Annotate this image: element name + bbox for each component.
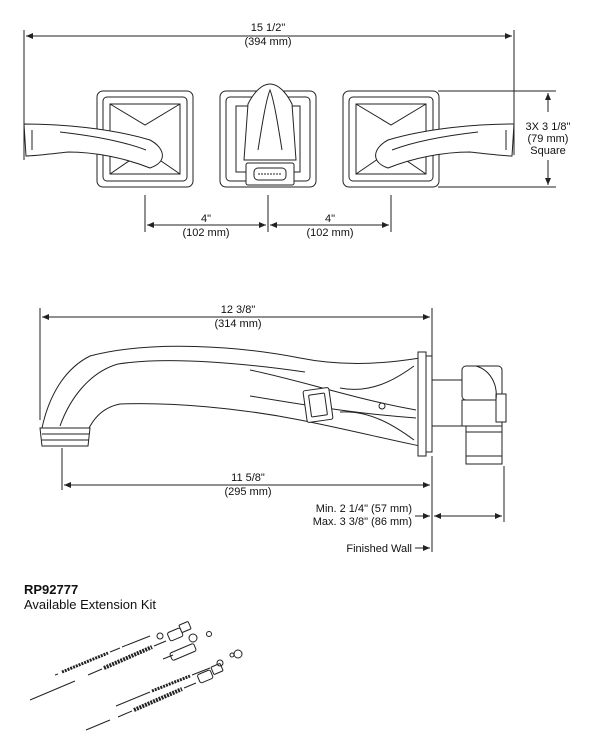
left-spacing-imperial: 4" bbox=[201, 213, 211, 225]
reach-imperial: 11 5/8" bbox=[231, 472, 265, 484]
reach-metric: (295 mm) bbox=[224, 486, 271, 498]
spout-length-dimension bbox=[39, 308, 433, 420]
right-spacing-dimension bbox=[270, 195, 392, 232]
overall-width-metric: (394 mm) bbox=[244, 36, 291, 48]
left-spacing-dimension bbox=[144, 195, 269, 232]
right-spacing-metric: (102 mm) bbox=[306, 227, 353, 239]
escutcheon-size-line1: 3X 3 1/8" bbox=[526, 121, 571, 133]
rough-in-valve-body bbox=[431, 365, 507, 465]
escutcheon-size-line3: Square bbox=[530, 145, 565, 157]
kit-description: Available Extension Kit bbox=[24, 597, 157, 612]
finished-wall-label: Finished Wall bbox=[346, 543, 412, 555]
right-spacing-imperial: 4" bbox=[325, 213, 335, 225]
right-handle-lever bbox=[375, 123, 515, 169]
spout-length-metric: (314 mm) bbox=[214, 318, 261, 330]
wall-max-label: Max. 3 3/8" (86 mm) bbox=[313, 516, 412, 528]
wall-escutcheon-flange bbox=[417, 351, 433, 457]
wall-thickness-dimension bbox=[415, 456, 505, 552]
escutcheon-size-line2: (79 mm) bbox=[528, 133, 569, 145]
reach-dimension bbox=[61, 448, 430, 490]
spout-length-imperial: 12 3/8" bbox=[221, 304, 256, 316]
overall-width-imperial: 15 1/2" bbox=[251, 22, 286, 34]
spout-side-profile bbox=[39, 345, 421, 447]
left-handle-lever bbox=[23, 123, 163, 169]
wall-min-label: Min. 2 1/4" (57 mm) bbox=[316, 503, 412, 515]
center-spout-escutcheon bbox=[219, 83, 317, 188]
kit-part-number: RP92777 bbox=[24, 582, 79, 597]
escutcheon-size-dimension bbox=[438, 90, 556, 188]
overall-width-dimension bbox=[23, 30, 515, 160]
dimension-labels: 15 1/2" (394 mm) 3X 3 1/8" (79 mm) Squar… bbox=[182, 22, 570, 555]
left-spacing-metric: (102 mm) bbox=[182, 227, 229, 239]
extension-kit-illustration bbox=[29, 621, 243, 731]
